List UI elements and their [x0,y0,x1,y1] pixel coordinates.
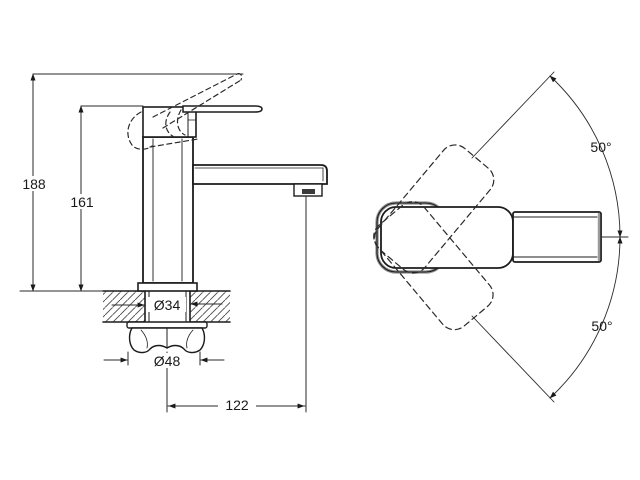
washer [126,321,208,329]
dim-spout-reach: 122 [167,195,307,413]
top-view: 50° 50° [373,71,629,403]
lever-raised-position [127,73,243,150]
swivel-arc-lower [549,236,623,399]
label-swivel-angle-lower: 50° [591,318,612,334]
label-body-height: 161 [70,194,94,210]
lever-handle [182,105,263,113]
dim-hole-diameter: Ø34 [111,297,223,313]
base-flange [137,282,198,292]
swivel-arc-upper [549,75,623,238]
dim-nut-diameter: Ø48 [103,351,225,413]
spout-top-view [512,211,602,263]
handle-top-view [380,206,514,269]
angle-ref-line-upper [471,71,555,159]
aerator-outlet [302,189,315,194]
label-overall-height: 188 [22,176,46,192]
faucet-body [137,136,198,292]
handle-rotated-down-position [373,201,494,331]
side-view: Ø34 Ø48 122 188 161 [18,73,328,413]
label-nut-diameter: Ø48 [154,353,181,369]
handle-assembly [142,105,263,138]
angle-ref-line-lower [471,315,555,403]
label-swivel-angle-upper: 50° [590,139,611,155]
mounting-nut [126,321,208,354]
handle-rotated-up-position [373,144,495,274]
label-hole-diameter: Ø34 [154,297,181,313]
spout [192,164,328,197]
label-spout-reach: 122 [225,397,249,413]
